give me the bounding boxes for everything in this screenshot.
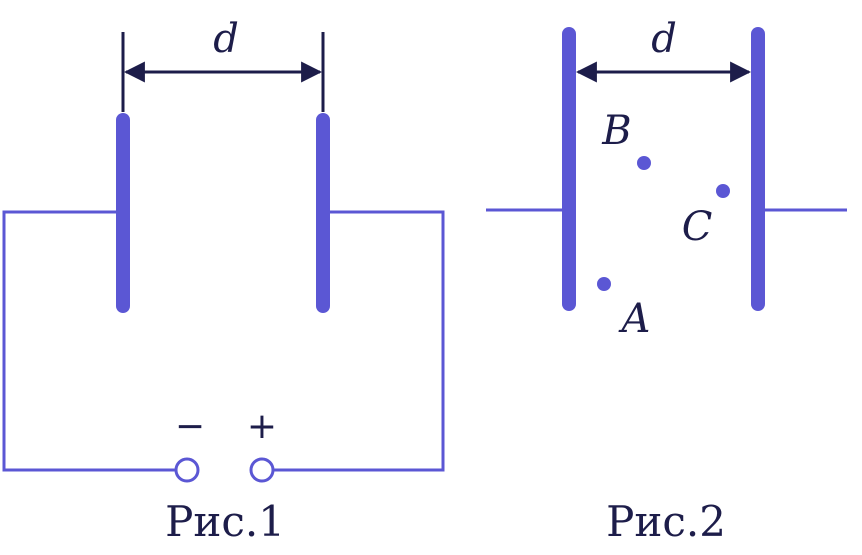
point-b-dot — [637, 156, 651, 170]
fig1-positive-terminal — [249, 457, 275, 483]
fig1-distance-label: d — [213, 16, 239, 62]
point-a-dot — [597, 277, 611, 291]
fig1-circuit-wire — [2, 210, 176, 472]
fig1-minus-sign: − — [175, 406, 205, 447]
fig1-circuit-wire-right — [274, 210, 445, 472]
fig2-distance-label: d — [651, 16, 677, 62]
point-a-label: A — [618, 296, 651, 342]
point-c-label: C — [682, 204, 713, 250]
point-b-label: B — [601, 108, 631, 154]
fig1-negative-terminal — [174, 457, 200, 483]
fig1-plus-sign: + — [247, 406, 277, 447]
figure-2: d B C A Рис.2 — [486, 16, 847, 546]
fig1-caption: Рис.1 — [165, 497, 285, 546]
point-c-dot — [716, 184, 730, 198]
fig2-caption: Рис.2 — [606, 497, 726, 546]
figure-1: d − + Рис.1 — [2, 16, 445, 546]
